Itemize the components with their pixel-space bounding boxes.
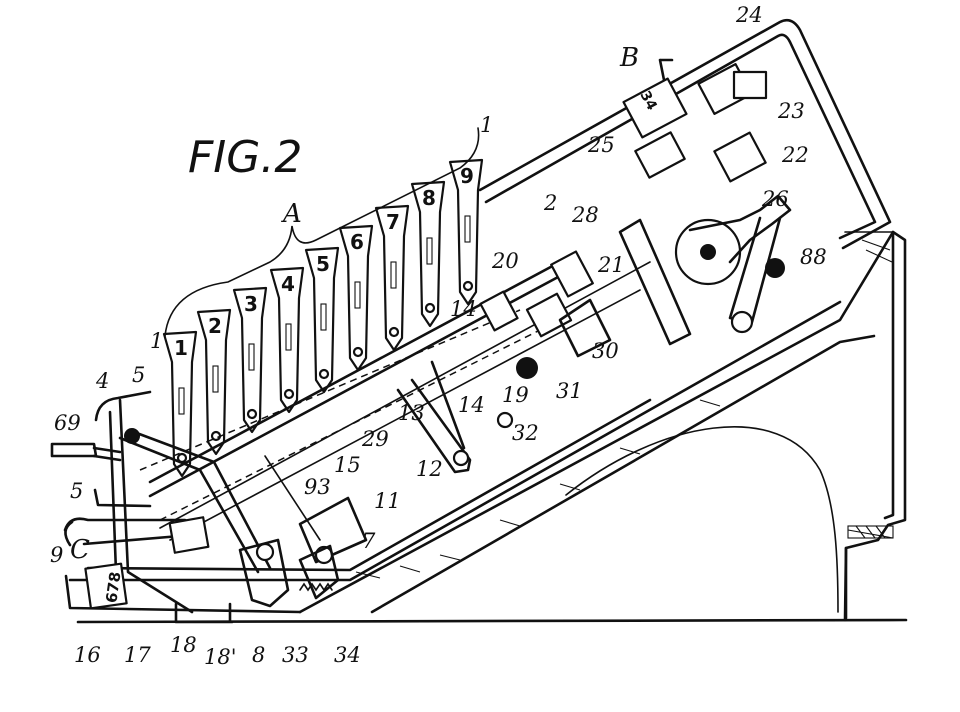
ref-numeral-12: 13	[398, 401, 425, 425]
group-label-c: C	[70, 535, 90, 565]
ref-numeral-33: 33	[282, 643, 309, 667]
ref-numeral-18: 18	[170, 633, 197, 657]
ref-numeral-25: 24	[735, 3, 763, 27]
key-number-5: 5	[316, 252, 330, 276]
key-lever-1[interactable]: 1	[162, 330, 198, 478]
ref-numeral-21: 20	[491, 249, 519, 273]
ref-numeral-5: 5	[132, 363, 145, 387]
key-number-8: 8	[422, 186, 436, 210]
ref-numeral-20: 19	[502, 383, 529, 407]
key-number-9: 9	[460, 164, 474, 188]
key-lever-2[interactable]: 2	[196, 308, 232, 456]
ref-numeral-2: 1	[480, 113, 493, 137]
ref-numeral-22: 21	[597, 253, 625, 277]
ref-numeral-27: 26	[761, 187, 789, 211]
ref-numeral-7: 7	[362, 529, 376, 553]
ref-numeral-13: 14	[450, 297, 477, 321]
key-number-1: 1	[174, 336, 188, 360]
key-number-6: 6	[350, 230, 364, 254]
ref-numeral-30: 30	[592, 339, 619, 363]
machine-casing	[64, 18, 892, 624]
ref-numeral-29: 29	[361, 427, 389, 451]
ref-numeral-37: 93	[304, 475, 331, 499]
ref-numeral-31: 31	[556, 379, 583, 403]
ref-numeral-36: 88	[800, 245, 827, 269]
ref-numeral-28: 28	[571, 203, 599, 227]
key-number-4: 4	[281, 272, 295, 296]
key-lever-9[interactable]: 9	[448, 158, 484, 306]
group-label-a: A	[281, 199, 302, 229]
key-lever-5[interactable]: 5	[304, 246, 340, 394]
key-lever-4[interactable]: 4	[269, 266, 305, 414]
gear-trains	[84, 58, 792, 610]
ref-numeral-11: 12	[416, 457, 443, 481]
ref-numeral-24: 23	[777, 99, 805, 123]
key-lever-8[interactable]: 8	[410, 180, 446, 328]
ref-numeral-15: 15	[334, 453, 361, 477]
ref-numeral-32: 32	[512, 421, 539, 445]
ref-numeral-6: 5	[70, 479, 83, 503]
ref-numeral-23: 22	[781, 143, 809, 167]
ref-numeral-19: 18'	[204, 645, 237, 669]
ref-numeral-16: 16	[74, 643, 101, 667]
key-number-3: 3	[244, 292, 258, 316]
key-lever-7[interactable]: 7	[374, 204, 410, 352]
ref-numeral-34: 34	[334, 643, 361, 667]
ref-numeral-26: 25	[587, 133, 615, 157]
key-lever-6[interactable]: 6	[338, 224, 374, 372]
ref-numeral-17: 17	[124, 643, 151, 667]
key-number-2: 2	[208, 314, 222, 338]
key-number-7: 7	[386, 210, 400, 234]
base-pedestal	[298, 230, 907, 622]
key-group-brace	[164, 127, 480, 337]
ref-numeral-1: 1	[150, 329, 163, 353]
ref-numeral-3: 2	[543, 191, 557, 215]
ref-numeral-4: 4	[95, 369, 109, 393]
ref-numeral-35: 69	[54, 411, 81, 435]
ref-numeral-14: 14	[458, 393, 485, 417]
ref-numeral-10: 11	[374, 489, 401, 513]
figure-title: FIG.2	[188, 132, 302, 183]
counter-wheel-digits: 678	[102, 571, 124, 605]
ref-numeral-8: 8	[252, 643, 265, 667]
group-label-b: B	[619, 43, 639, 73]
ref-numeral-9: 9	[50, 543, 63, 567]
key-lever-3[interactable]: 3	[232, 286, 268, 434]
